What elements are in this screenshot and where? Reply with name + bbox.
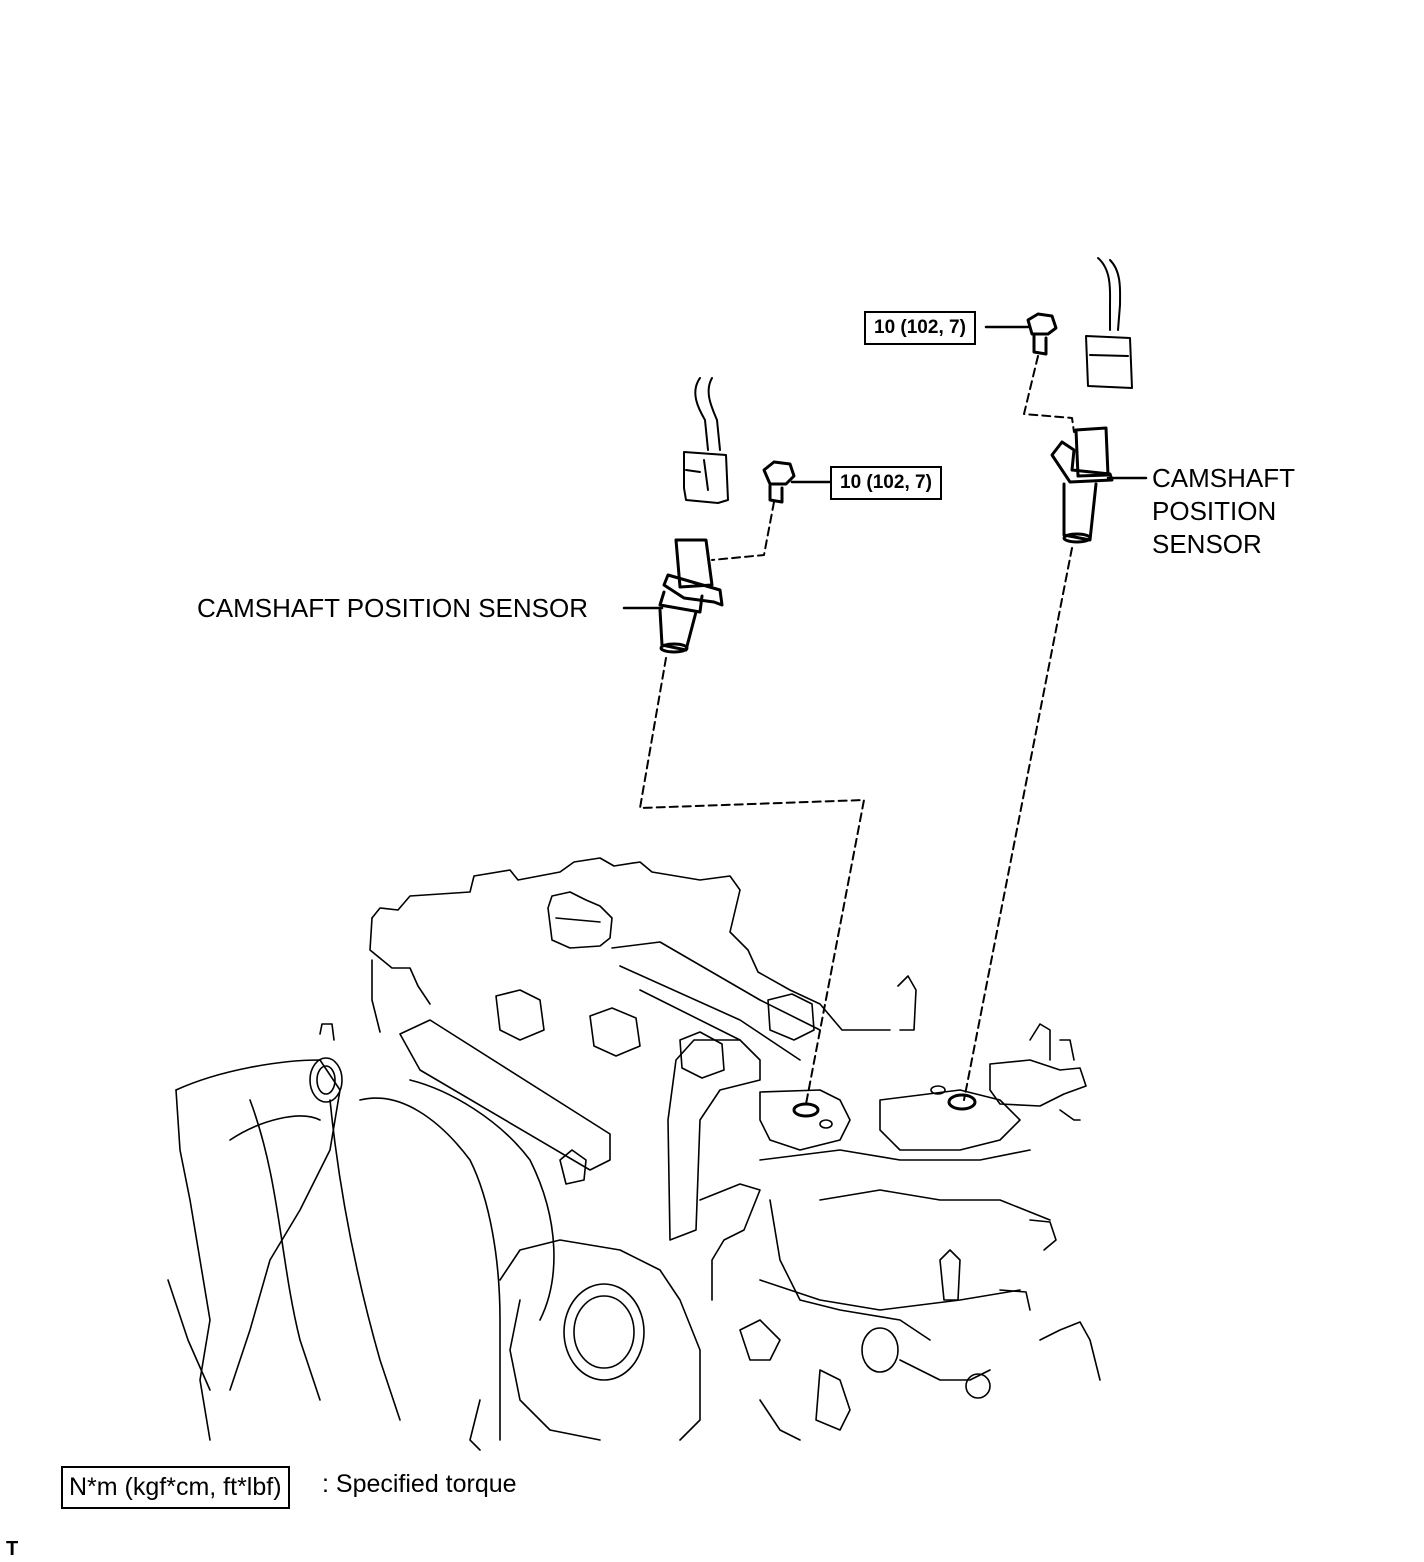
torque-spec-left: 10 (102, 7)	[830, 466, 942, 500]
camshaft-position-sensor-right-label: CAMSHAFT POSITION SENSOR	[1152, 463, 1295, 559]
harness-connector-right	[1085, 257, 1133, 389]
legend-unit-box: N*m (kgf*cm, ft*lbf)	[61, 1466, 290, 1509]
corner-mark: T	[6, 1538, 19, 1560]
camshaft-position-sensor-right	[1050, 426, 1148, 544]
bolt-right	[984, 312, 1058, 356]
torque-spec-right: 10 (102, 7)	[864, 311, 976, 345]
engine-assembly	[167, 857, 1101, 1451]
bolt-left	[762, 460, 832, 504]
camshaft-position-sensor-left-label: CAMSHAFT POSITION SENSOR	[197, 593, 589, 623]
legend-description: : Specified torque	[322, 1470, 517, 1498]
harness-connector-left	[683, 377, 729, 504]
installation-guide-lines	[639, 355, 1075, 1105]
camshaft-position-sensor-left	[622, 538, 724, 654]
